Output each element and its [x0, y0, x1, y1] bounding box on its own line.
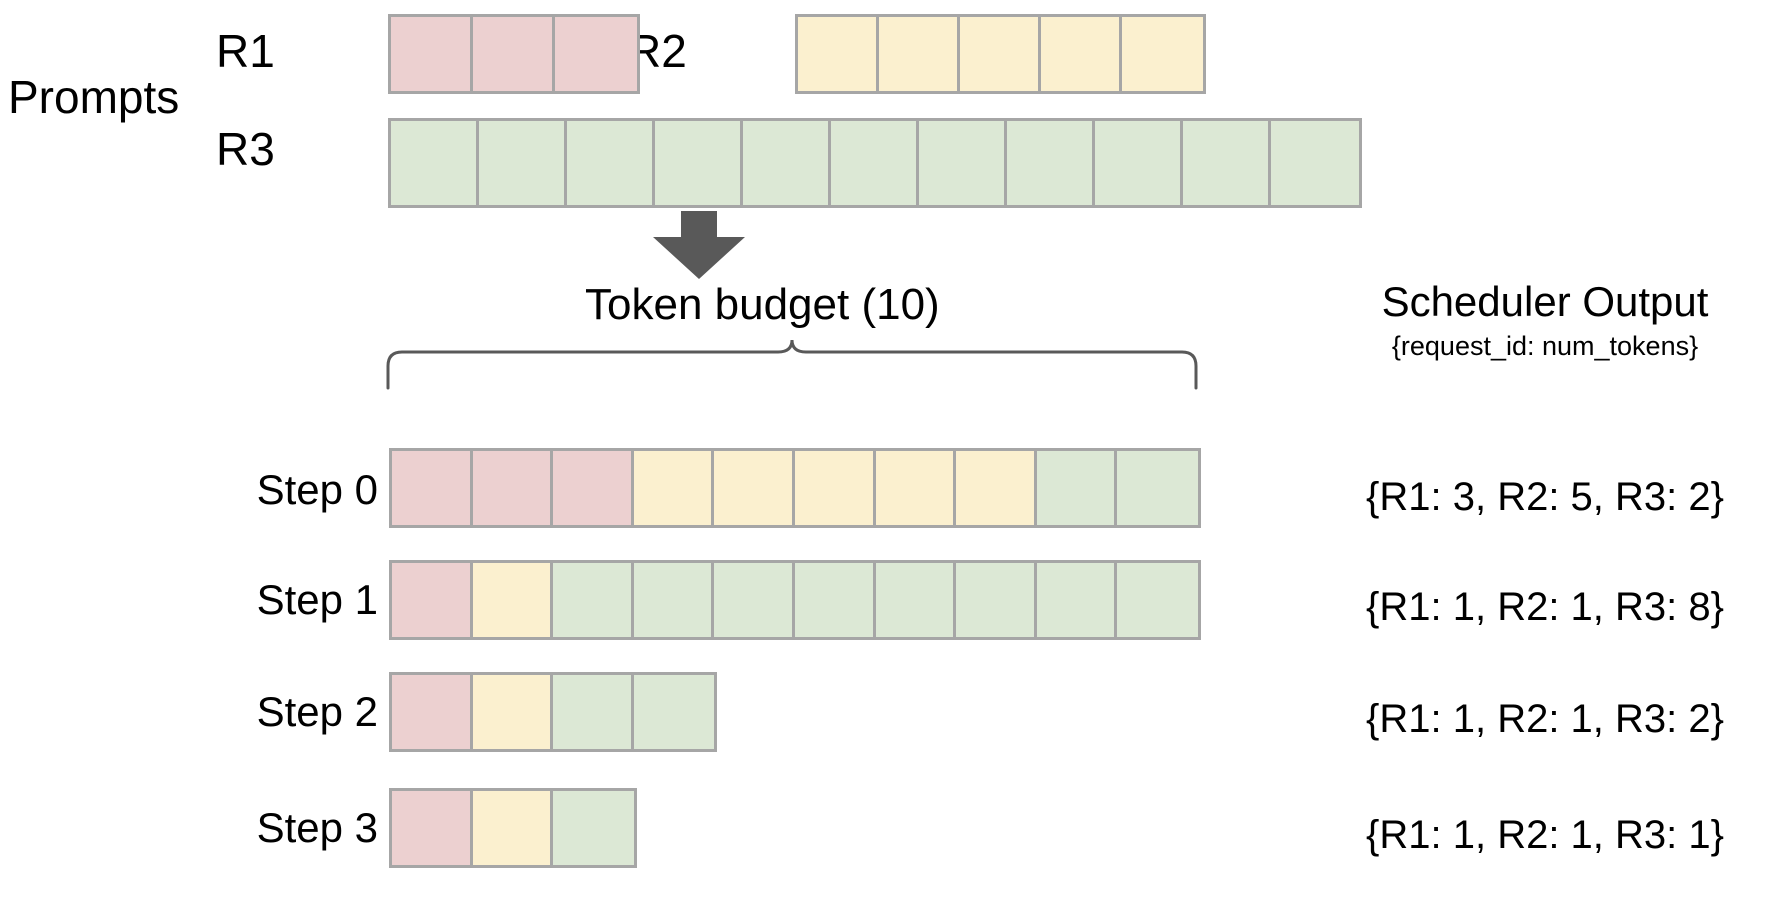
token-cell-r3 [479, 121, 567, 205]
token-cell-r3 [794, 563, 876, 637]
scheduler-output-subtitle: {request_id: num_tokens} [1391, 331, 1699, 361]
token-cell-r3 [391, 121, 479, 205]
token-cell-r1 [392, 675, 473, 749]
step-token-row-1 [389, 560, 1201, 640]
scheduler-output-step-0: {R1: 3, R2: 5, R3: 2} [1366, 475, 1724, 519]
token-cell-r3 [1117, 451, 1198, 525]
step-label-0: Step 0 [256, 466, 378, 513]
down-arrow-icon [639, 211, 759, 279]
token-cell-r1 [555, 17, 637, 91]
scheduler-output-step-1: {R1: 1, R2: 1, R3: 8} [1366, 585, 1724, 629]
token-cell-r3 [553, 563, 634, 637]
token-cell-r2 [956, 451, 1037, 525]
token-cell-r3 [1095, 121, 1183, 205]
token-cell-r1 [553, 451, 634, 525]
token-cell-r2 [875, 451, 957, 525]
token-cell-r3 [875, 563, 957, 637]
token-cell-r3 [1007, 121, 1095, 205]
token-cell-r2 [633, 451, 715, 525]
step-token-row-3 [389, 788, 637, 868]
token-cell-r2 [472, 675, 554, 749]
token-cell-r3 [633, 563, 715, 637]
prompts-group-label: Prompts [8, 71, 180, 123]
token-cell-r1 [392, 563, 473, 637]
prompt-token-row-r1 [388, 14, 640, 94]
token-cell-r3 [1117, 563, 1198, 637]
step-label-2: Step 2 [256, 688, 378, 735]
token-cell-r2 [1041, 17, 1122, 91]
token-cell-r2 [472, 563, 554, 637]
token-cell-r3 [956, 563, 1037, 637]
token-cell-r3 [655, 121, 743, 205]
token-cell-r2 [794, 451, 876, 525]
token-cell-r3 [553, 791, 634, 865]
token-cell-r2 [798, 17, 879, 91]
token-cell-r3 [1271, 121, 1359, 205]
token-cell-r3 [714, 563, 795, 637]
token-cell-r1 [392, 791, 473, 865]
step-token-row-0 [389, 448, 1201, 528]
token-cell-r3 [1183, 121, 1271, 205]
token-cell-r3 [1036, 451, 1118, 525]
token-cell-r3 [831, 121, 919, 205]
token-cell-r3 [567, 121, 655, 205]
token-cell-r3 [743, 121, 831, 205]
prompt-label-r1: R1 [216, 25, 275, 77]
token-cell-r3 [1036, 563, 1118, 637]
scheduler-output-title: Scheduler Output [1381, 278, 1709, 325]
token-cell-r3 [919, 121, 1007, 205]
token-budget-label: Token budget (10) [585, 280, 940, 329]
step-label-1: Step 1 [256, 576, 378, 623]
token-cell-r1 [472, 451, 554, 525]
token-cell-r2 [1122, 17, 1203, 91]
scheduler-output-step-2: {R1: 1, R2: 1, R3: 2} [1366, 697, 1724, 741]
token-cell-r1 [473, 17, 555, 91]
step-token-row-2 [389, 672, 718, 752]
scheduler-output-step-3: {R1: 1, R2: 1, R3: 1} [1366, 813, 1724, 857]
token-cell-r2 [960, 17, 1041, 91]
token-cell-r2 [879, 17, 960, 91]
token-cell-r2 [472, 791, 554, 865]
token-cell-r2 [714, 451, 795, 525]
token-cell-r1 [391, 17, 473, 91]
step-label-3: Step 3 [256, 804, 378, 851]
prompt-token-row-r3 [388, 118, 1362, 208]
prompt-label-r3: R3 [216, 123, 275, 175]
curly-brace-icon [386, 338, 1198, 390]
prompt-token-row-r2 [795, 14, 1206, 94]
token-cell-r3 [633, 675, 715, 749]
token-cell-r3 [553, 675, 634, 749]
token-cell-r1 [392, 451, 473, 525]
